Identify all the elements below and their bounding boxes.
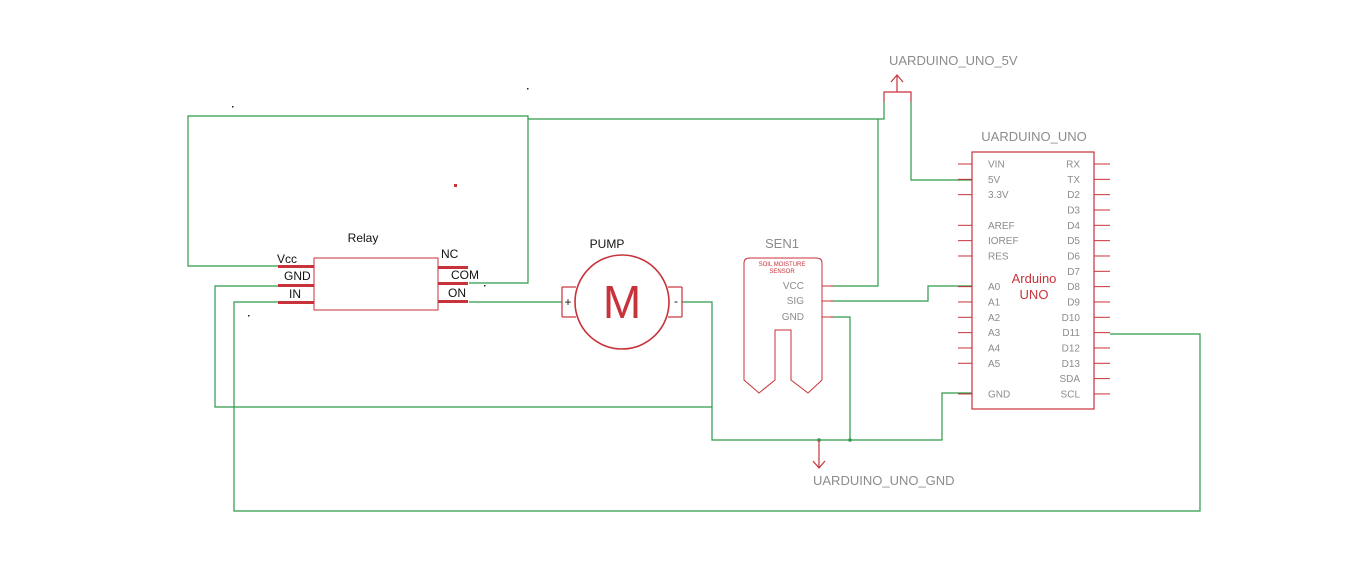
sensor-outline xyxy=(743,257,823,394)
vcc-symbol: UARDUINO_UNO_5V xyxy=(883,53,1018,102)
arduino-pin-label: A1 xyxy=(988,297,1001,308)
arduino-pin-label: 5V xyxy=(988,175,1001,186)
wire-relay-gnd xyxy=(214,285,712,408)
arduino-pin-label: SDA xyxy=(1059,374,1080,385)
wire-sensor-sig-a0 xyxy=(831,285,972,302)
arduino-pin-label: D12 xyxy=(1062,343,1081,354)
relay-pin-nc xyxy=(438,266,468,269)
sensor-pin-label: VCC xyxy=(783,281,804,292)
arduino-pin-label: RES xyxy=(988,251,1009,262)
wire-sensor-gnd xyxy=(831,316,851,440)
arduino-pin-label: A4 xyxy=(988,343,1001,354)
gnd-label: UARDUINO_UNO_GND xyxy=(813,473,955,488)
vcc-label: UARDUINO_UNO_5V xyxy=(889,53,1018,68)
arduino-pin-label: D7 xyxy=(1067,267,1080,278)
wire-sensor-vcc xyxy=(831,119,879,287)
gnd-arrow-icon xyxy=(812,460,826,469)
pump-motor: PUMP M + - xyxy=(561,237,683,350)
stray-mark xyxy=(484,285,486,287)
gnd-symbol: UARDUINO_UNO_GND xyxy=(812,440,955,488)
junction-gnd-2 xyxy=(848,438,852,442)
relay-pin-label: ON xyxy=(448,286,466,300)
wire-pump-gnd xyxy=(682,301,819,441)
sensor-label: SOIL MOISTURE xyxy=(759,262,806,268)
relay-pin-com xyxy=(438,282,468,285)
arduino-pin-label: A0 xyxy=(988,282,1001,293)
arduino-pin-label: D13 xyxy=(1062,359,1081,370)
relay-pin-label: IN xyxy=(289,287,301,301)
arduino-pin-label: D11 xyxy=(1062,328,1080,339)
arduino-pin-label: D4 xyxy=(1067,221,1080,232)
sensor-ref: SEN1 xyxy=(765,236,799,251)
vcc-arrow-icon xyxy=(890,74,904,83)
motor-symbol: M xyxy=(603,276,641,328)
stray-mark xyxy=(527,88,529,90)
relay-pin-on xyxy=(438,300,468,303)
wire-arduino-gnd xyxy=(819,392,972,441)
pump-minus-label: - xyxy=(674,294,678,308)
arduino-pin-label: VIN xyxy=(988,160,1005,171)
stray-mark xyxy=(232,106,234,108)
wire-5v-arduino xyxy=(910,102,972,181)
arduino-pin-label: D10 xyxy=(1062,313,1081,324)
relay-component: Relay Vcc GND IN NC COM ON xyxy=(277,231,479,311)
arduino-pin-label: D2 xyxy=(1067,190,1080,201)
relay-pin-label: COM xyxy=(451,268,479,282)
wire-relay-com xyxy=(469,119,529,284)
wires xyxy=(187,102,1201,512)
wire-relay-in-d11 xyxy=(233,301,1201,512)
arduino-pin-label: IOREF xyxy=(988,236,1019,247)
relay-pin-label: NC xyxy=(441,247,459,261)
arduino-pin-label: RX xyxy=(1066,160,1080,171)
arduino-pin-label: A5 xyxy=(988,359,1001,370)
pump-plus-label: + xyxy=(564,295,571,309)
arduino-pin-label: D9 xyxy=(1067,297,1080,308)
arduino-body xyxy=(971,151,1095,410)
arduino-body-label: Arduino xyxy=(1012,271,1057,286)
stray-mark xyxy=(454,184,457,187)
relay-body xyxy=(313,257,439,311)
relay-pin-label: GND xyxy=(284,269,311,283)
arduino-pin-label: TX xyxy=(1067,175,1080,186)
sensor-pin-label: GND xyxy=(782,312,804,323)
pump-title: PUMP xyxy=(590,237,625,251)
wire-relay-vcc-5v xyxy=(187,102,885,267)
arduino-pin-label: D3 xyxy=(1067,205,1080,216)
arduino-uno: UARDUINO_UNO Arduino UNO VIN RX 5V TX 3.3V D2… xyxy=(958,129,1110,410)
relay-pin-label: Vcc xyxy=(277,252,297,266)
relay-pin-in xyxy=(278,301,314,304)
arduino-ref: UARDUINO_UNO xyxy=(981,129,1086,144)
relay-pin-vcc xyxy=(278,265,314,268)
sensor-label: SENSOR xyxy=(769,269,795,275)
soil-moisture-sensor: SEN1 SOIL MOISTURE SENSOR VCC SIG GND xyxy=(743,236,833,394)
arduino-pin-label: D5 xyxy=(1067,236,1080,247)
sensor-pin-label: SIG xyxy=(787,296,804,307)
arduino-pin-label: D8 xyxy=(1067,282,1080,293)
relay-pin-gnd xyxy=(278,284,314,287)
arduino-pin-label: SCL xyxy=(1061,389,1081,400)
arduino-pin-label: AREF xyxy=(988,221,1015,232)
arduino-pin-label: A2 xyxy=(988,313,1001,324)
arduino-pin-label: 3.3V xyxy=(988,190,1009,201)
arduino-pin-label: GND xyxy=(988,389,1010,400)
arduino-pin-label: A3 xyxy=(988,328,1001,339)
arduino-body-label: UNO xyxy=(1020,287,1049,302)
stray-mark xyxy=(248,315,250,317)
motor-circle xyxy=(574,254,670,350)
relay-title: Relay xyxy=(348,231,379,245)
arduino-pin-label: D6 xyxy=(1067,251,1080,262)
